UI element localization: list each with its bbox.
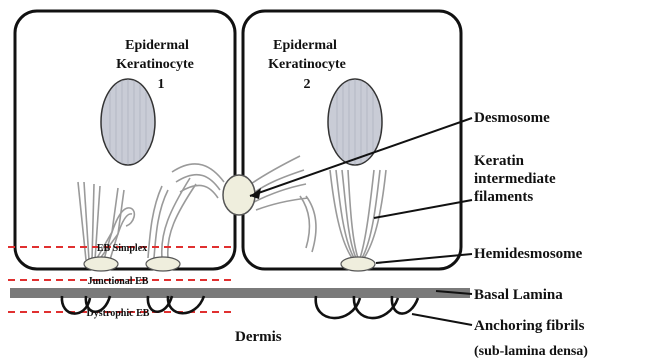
cell-2-number: 2	[304, 77, 311, 92]
dystrophic-eb-label: Dystrophic EB	[87, 308, 150, 319]
cell-2-title-line1: Epidermal	[273, 38, 337, 53]
cell-1-title-line2: Keratinocyte	[116, 57, 194, 72]
cell-1-number: 1	[158, 77, 165, 92]
eb-simplex-label: EB Simplex	[97, 243, 147, 254]
keratin-label-line3: filaments	[474, 189, 533, 205]
keratin-label-line2: intermediate	[474, 171, 556, 187]
cell-2-title-line2: Keratinocyte	[268, 57, 346, 72]
hemidesmosome-cell-1-right	[146, 257, 180, 271]
dermis-label: Dermis	[235, 329, 282, 345]
anchoring-fibrils-label: Anchoring fibrils	[474, 318, 585, 334]
junctional-eb-label: Junctional EB	[88, 276, 149, 287]
keratin-label-line1: Keratin	[474, 153, 525, 169]
sub-lamina-densa-label: (sub-lamina densa)	[474, 344, 588, 359]
basal-lamina-band	[10, 288, 470, 298]
hemidesmosome-cell-1-left	[84, 257, 118, 271]
basal-lamina-label: Basal Lamina	[474, 287, 563, 303]
cell-1-title-line1: Epidermal	[125, 38, 189, 53]
desmosome-label: Desmosome	[474, 110, 550, 126]
hemidesmosome-cell-2	[341, 257, 375, 271]
hemidesmosome-label: Hemidesmosome	[474, 246, 583, 262]
